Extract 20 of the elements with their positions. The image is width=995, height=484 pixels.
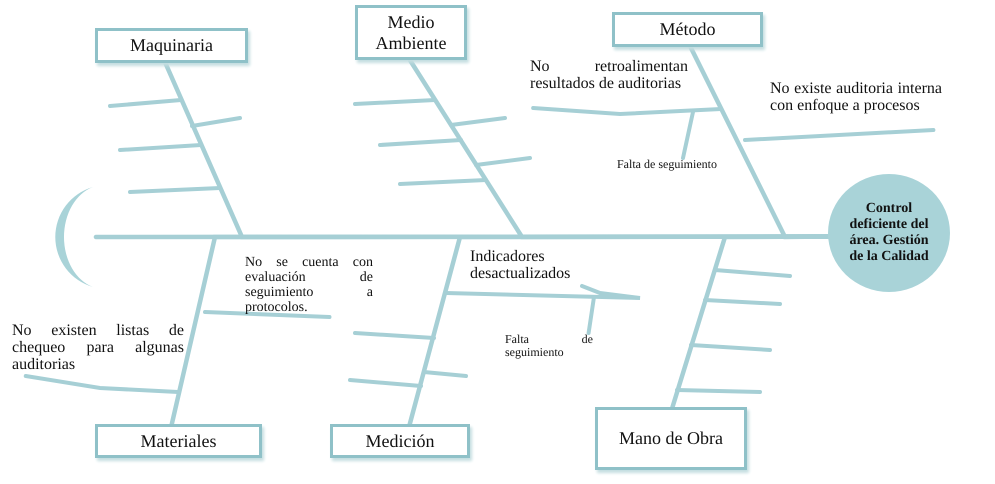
cause-text: Indicadores desactualizados xyxy=(470,248,582,286)
category-box: Medición xyxy=(330,424,470,458)
cause-text: No existe auditoria interna con enfoque a procesos xyxy=(770,80,942,130)
cause-text: Falta de seguimiento xyxy=(505,333,593,363)
cause-text: No retroalimentan resultados de auditorias xyxy=(530,58,688,108)
cause-text: No se cuenta con evaluación de seguimiento a protocolos. xyxy=(245,255,373,317)
cause-line xyxy=(203,310,332,319)
category-box: Medio Ambiente xyxy=(355,5,467,60)
cause-line xyxy=(531,106,723,116)
category-box: Mano de Obra xyxy=(595,407,747,470)
cause-line xyxy=(444,284,642,300)
category-box: Método xyxy=(612,12,763,47)
cause-text: No existen listas de chequeo para algunas auditorias xyxy=(12,322,184,376)
effect-ellipse: Control deficiente del área. Gestión de la Calidad xyxy=(828,174,950,292)
cause-line xyxy=(681,110,695,160)
cause-line xyxy=(24,374,180,394)
category-box: Maquinaria xyxy=(95,28,248,63)
category-box: Materiales xyxy=(95,424,262,458)
cause-text: Falta de seguimiento xyxy=(617,158,717,190)
cause-line xyxy=(743,128,936,142)
